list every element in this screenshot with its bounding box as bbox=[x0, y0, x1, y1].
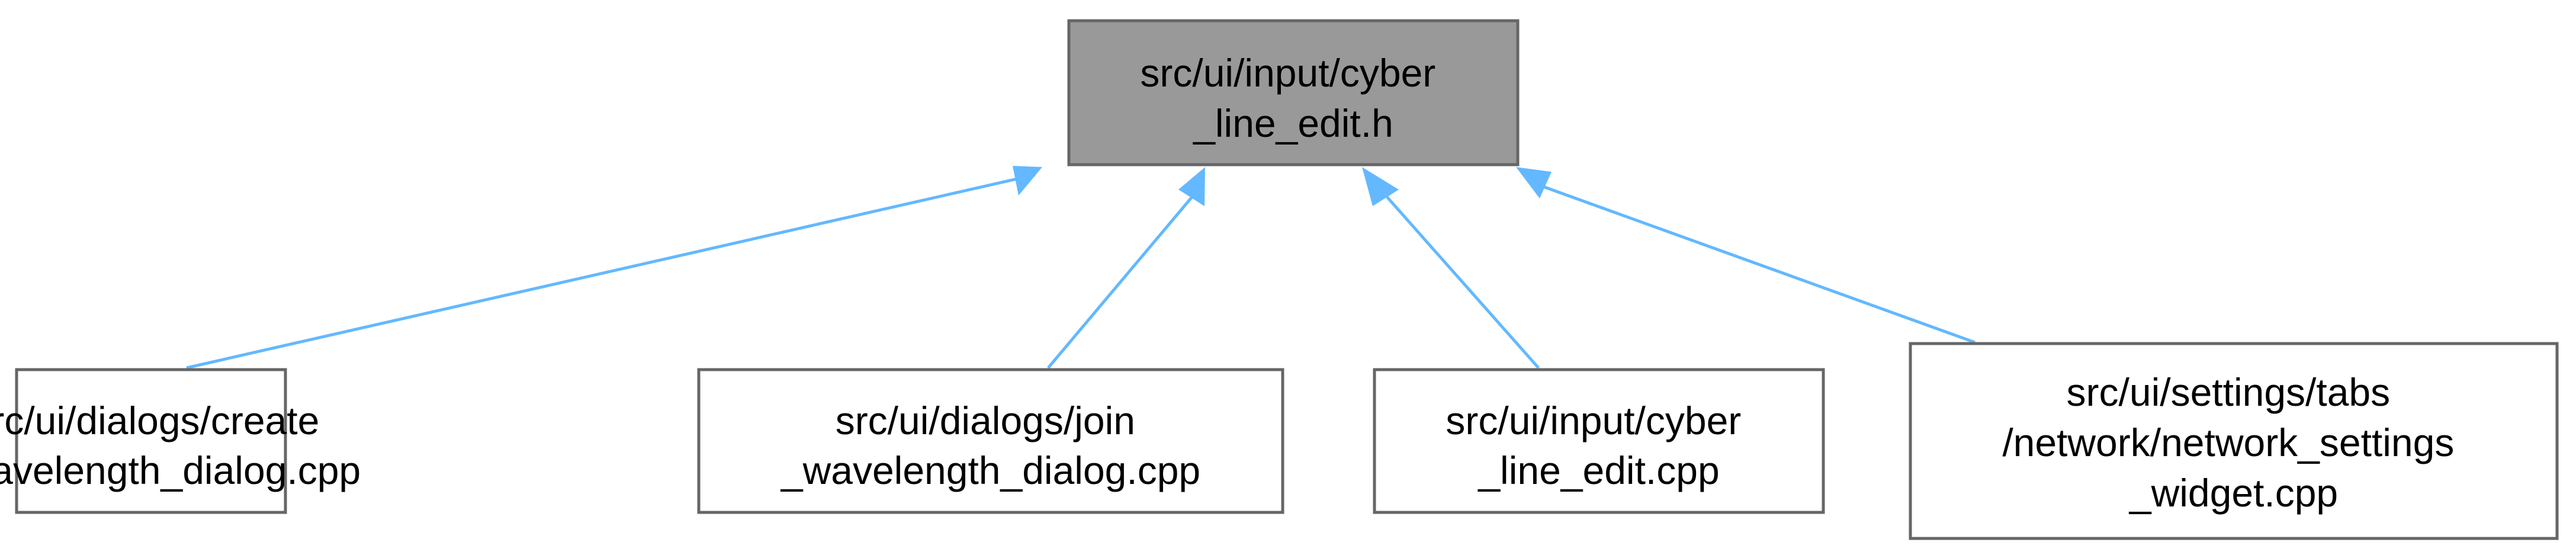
root-node-box bbox=[1067, 19, 1520, 166]
node-cyber-line-edit-cpp-label: src/ui/input/cyber _line_edit.cpp bbox=[1446, 399, 1752, 492]
node-join-wavelength-dialog[interactable]: src/ui/dialogs/join _wavelength_dialog.c… bbox=[697, 368, 1284, 514]
node-4-label-line-2: /network/network_settings bbox=[2002, 421, 2454, 464]
node-1-label-line-1: src/ui/dialogs/create bbox=[0, 399, 319, 442]
node-network-settings-widget[interactable]: src/ui/settings/tabs /network/network_se… bbox=[1909, 342, 2559, 540]
node-join-wavelength-dialog-label: src/ui/dialogs/join _wavelength_dialog.c… bbox=[780, 399, 1200, 492]
edge-join-wavelength-dialog-arrowhead bbox=[1178, 167, 1205, 206]
edges bbox=[186, 166, 1976, 370]
edge-network-settings-widget-arrowhead bbox=[1516, 167, 1552, 198]
root-label-line-2: _line_edit.h bbox=[1193, 101, 1393, 145]
node-network-settings-widget-label: src/ui/settings/tabs /network/network_se… bbox=[2002, 370, 2465, 515]
node-2-label-line-1: src/ui/dialogs/join bbox=[836, 399, 1135, 442]
node-create-wavelength-dialog-label: src/ui/dialogs/create _wavelength_dialog… bbox=[0, 399, 361, 492]
node-cyber-line-edit-cpp[interactable]: src/ui/input/cyber _line_edit.cpp bbox=[1373, 368, 1825, 514]
edge-create-wavelength-dialog-to-root bbox=[186, 173, 1036, 370]
edge-cyber-line-edit-cpp-to-root bbox=[1385, 194, 1540, 369]
node-3-label-line-1: src/ui/input/cyber bbox=[1446, 399, 1741, 442]
node-network-settings-widget-box bbox=[1909, 342, 2559, 540]
node-4-label-line-3: _widget.cpp bbox=[2129, 471, 2338, 515]
node-4-label-line-1: src/ui/settings/tabs bbox=[2067, 370, 2391, 414]
edge-create-wavelength-dialog-arrowhead bbox=[1013, 166, 1042, 195]
node-join-wavelength-dialog-box bbox=[697, 368, 1284, 514]
edge-network-settings-widget-to-root bbox=[1534, 182, 1976, 344]
edge-cyber-line-edit-cpp-arrowhead bbox=[1362, 167, 1399, 206]
node-1-label-line-2: _wavelength_dialog.cpp bbox=[0, 448, 361, 492]
node-create-wavelength-dialog-box bbox=[15, 368, 287, 514]
root-node-label: src/ui/input/cyber _line_edit.h bbox=[1140, 51, 1446, 145]
root-label-line-1: src/ui/input/cyber bbox=[1140, 51, 1435, 95]
edge-join-wavelength-dialog-to-root bbox=[1047, 194, 1194, 369]
node-create-wavelength-dialog[interactable]: src/ui/dialogs/create _wavelength_dialog… bbox=[0, 368, 361, 514]
node-cyber-line-edit-cpp-box bbox=[1373, 368, 1825, 514]
node-2-label-line-2: _wavelength_dialog.cpp bbox=[780, 448, 1200, 492]
node-3-label-line-2: _line_edit.cpp bbox=[1477, 448, 1719, 492]
root-node[interactable]: src/ui/input/cyber _line_edit.h bbox=[1067, 19, 1520, 166]
